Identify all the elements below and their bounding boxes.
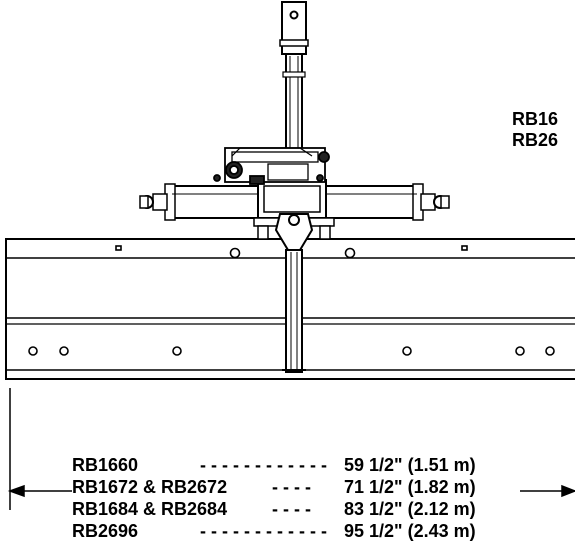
width-table: RB1660 - - - - - - - - - - - - 59 1/2" (… bbox=[72, 455, 476, 541]
table-row-dashes: - - - - - - - - - - - - bbox=[200, 455, 327, 475]
table-row-width: 59 1/2" (1.51 m) bbox=[344, 455, 476, 475]
blade-bolt-holes bbox=[28, 245, 555, 356]
width-dimension-lines bbox=[7, 388, 575, 510]
table-row-width: 83 1/2" (2.12 m) bbox=[344, 499, 476, 519]
table-row-width: 71 1/2" (1.82 m) bbox=[344, 477, 476, 497]
table-row-width: 95 1/2" (2.43 m) bbox=[344, 521, 476, 541]
latch-mechanism bbox=[213, 147, 330, 185]
pivot-pin bbox=[274, 213, 314, 373]
table-row-model: RB1660 bbox=[72, 455, 138, 475]
table-row-dashes: - - - - bbox=[272, 477, 311, 497]
table-row-dashes: - - - - - - - - - - - - bbox=[200, 521, 327, 541]
model-callout-line-1: RB16 bbox=[512, 109, 558, 129]
table-row-model: RB1672 & RB2672 bbox=[72, 477, 227, 497]
table-row-dashes: - - - - bbox=[272, 499, 311, 519]
model-callout-line-2: RB26 bbox=[512, 130, 558, 150]
table-row-model: RB2696 bbox=[72, 521, 138, 541]
hitch-frame bbox=[139, 179, 450, 240]
table-row-model: RB1684 & RB2684 bbox=[72, 499, 227, 519]
